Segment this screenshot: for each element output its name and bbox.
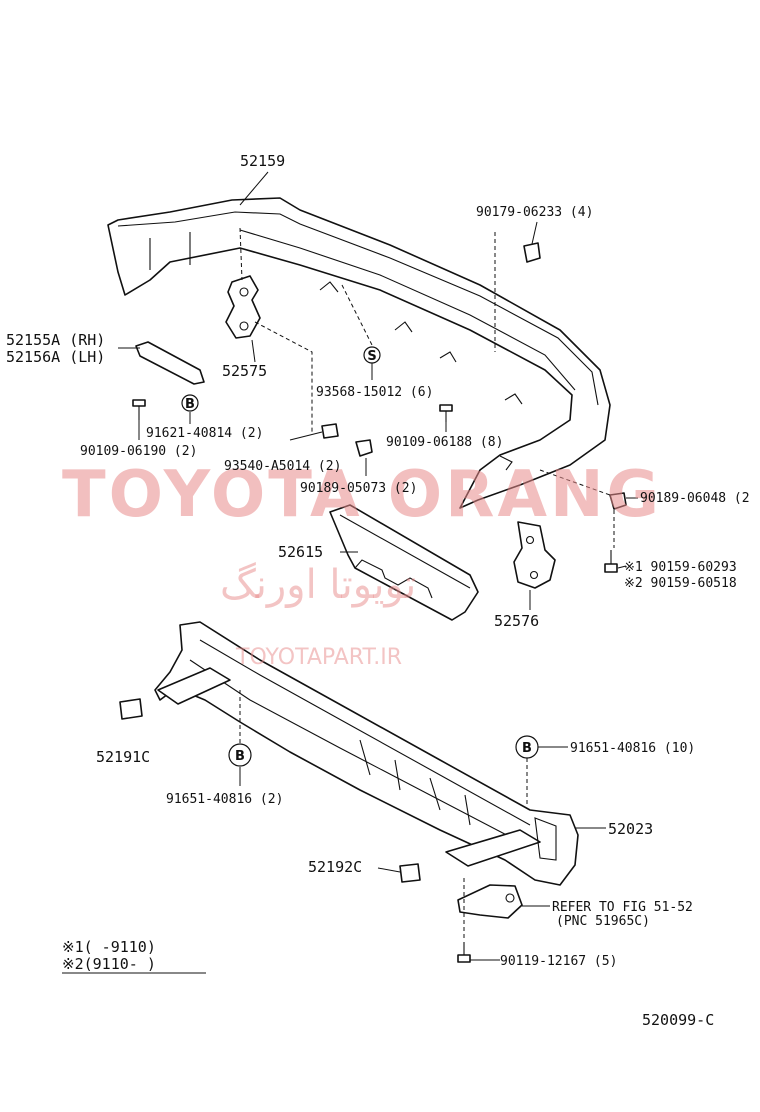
clip-90189-05073: [355, 439, 373, 457]
label-52156a: 52156A (LH): [6, 348, 105, 366]
label-90109-06188: 90109-06188 (8): [386, 435, 503, 450]
label-52192c: 52192C: [308, 858, 362, 876]
label-90189-06048: 90189-06048 (2: [640, 491, 750, 506]
watermark-persian: تویوتا اورنگ: [220, 562, 416, 608]
label-refer-pnc: (PNC 51965C): [556, 914, 650, 929]
watermark-brand: TOYOTA ORANG: [62, 458, 662, 532]
clip-90189-06048: [609, 492, 627, 510]
figure-number: 520099-C: [642, 1011, 714, 1029]
pad-52192c: [399, 863, 421, 883]
mark-b-left: B: [228, 743, 252, 767]
label-52159: 52159: [240, 152, 285, 170]
legend-line-2: ※2(9110- ): [62, 955, 156, 973]
label-93540: 93540-A5014 (2): [224, 459, 341, 474]
pad-52191c: [119, 698, 143, 720]
legend: ※1( -9110) ※2(9110- ): [62, 938, 206, 974]
nut-93540: [321, 423, 339, 439]
mark-s: S: [363, 346, 381, 364]
label-91651-10: 91651-40816 (10): [570, 741, 695, 756]
label-90179: 90179-06233 (4): [476, 205, 593, 220]
label-90159-60293: ※1 90159-60293: [624, 560, 737, 575]
label-90159-60518: ※2 90159-60518: [624, 576, 737, 591]
bracket-52576: [513, 521, 556, 589]
clip-90179: [523, 242, 541, 263]
legend-line-1: ※1( -9110): [62, 938, 156, 956]
svg-text:B: B: [185, 397, 195, 412]
svg-text:S: S: [367, 349, 376, 364]
label-52023: 52023: [608, 820, 653, 838]
watermark: TOYOTA ORANG تویوتا اورنگ TOYOTAPART.IR: [62, 458, 662, 670]
label-refer-fig: REFER TO FIG 51-52: [552, 900, 693, 915]
absorber-52615: [329, 504, 479, 621]
bolt-90119: [457, 942, 471, 963]
label-90119: 90119-12167 (5): [500, 954, 617, 969]
svg-text:B: B: [235, 749, 245, 764]
svg-text:B: B: [522, 741, 532, 756]
label-52575: 52575: [222, 362, 267, 380]
mark-b-upper: B: [181, 394, 199, 412]
label-90109-06190: 90109-06190 (2): [80, 444, 197, 459]
bolt-90109-06188: [439, 404, 453, 422]
label-52615: 52615: [278, 543, 323, 561]
reinforcement-52023: [154, 621, 579, 886]
label-52155a: 52155A (RH): [6, 331, 105, 349]
watermark-site: TOYOTAPART.IR: [235, 645, 402, 670]
label-52191c: 52191C: [96, 748, 150, 766]
label-93568: 93568-15012 (6): [316, 385, 433, 400]
mark-b-right: B: [515, 735, 539, 759]
bumper-cover-52159: [107, 197, 611, 509]
side-bracket-52155a: [135, 341, 205, 385]
bolt-90109-06190: [132, 399, 146, 420]
label-52576: 52576: [494, 612, 539, 630]
label-91651-2: 91651-40816 (2): [166, 792, 283, 807]
screw-90159: [604, 550, 618, 573]
label-91621: 91621-40814 (2): [146, 426, 263, 441]
lower-bracket-51965c: [457, 884, 523, 919]
bracket-52575: [225, 275, 261, 339]
label-90189-05073: 90189-05073 (2): [300, 481, 417, 496]
